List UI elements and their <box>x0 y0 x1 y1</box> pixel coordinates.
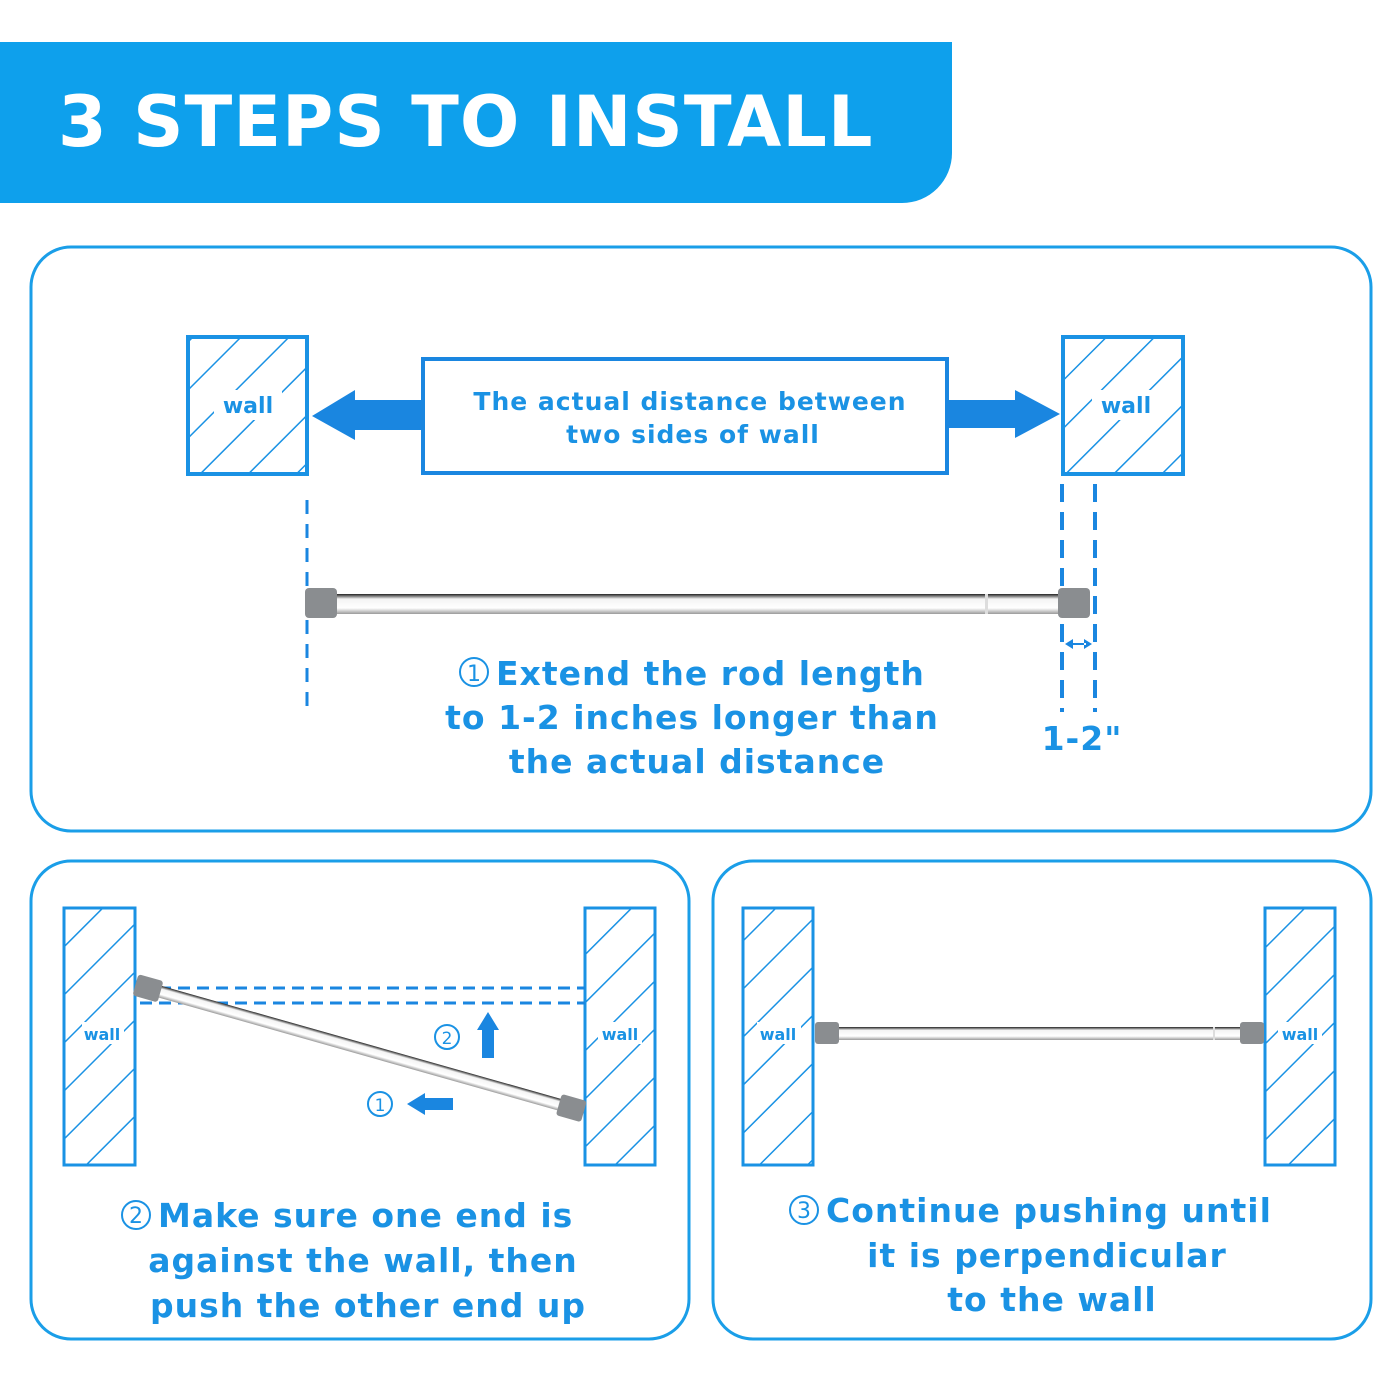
wall-left: wall <box>741 906 815 1167</box>
instruction-line: to the wall <box>947 1280 1156 1319</box>
svg-text:1: 1 <box>467 662 481 687</box>
marker-1-badge: 1 <box>367 1091 393 1117</box>
wall-label: wall <box>84 1025 121 1044</box>
instruction-line: it is perpendicular <box>867 1236 1227 1275</box>
step-number-badge: 3 <box>789 1195 819 1225</box>
arrow-left-icon <box>407 1093 453 1115</box>
instruction-line: against the wall, then <box>148 1241 578 1280</box>
gap-label: 1-2" <box>1042 719 1123 758</box>
wall-right: wall <box>1263 906 1337 1167</box>
wall-label: wall <box>1101 394 1151 419</box>
gap-double-arrow-icon <box>1065 639 1092 649</box>
tension-rod <box>133 974 587 1122</box>
arrow-up-icon <box>477 1012 499 1058</box>
arrow-right-icon <box>948 390 1060 438</box>
wall-right: wall <box>583 906 657 1167</box>
instruction-line: Extend the rod length <box>496 654 925 693</box>
page-title: 3 STEPS TO INSTALL <box>58 81 874 163</box>
wall-label: wall <box>1282 1025 1319 1044</box>
svg-text:2: 2 <box>129 1204 143 1229</box>
wall-left: wall <box>186 335 309 476</box>
wall-label: wall <box>760 1025 797 1044</box>
distance-box <box>421 357 949 475</box>
svg-text:3: 3 <box>797 1199 811 1224</box>
wall-right: wall <box>1061 335 1185 476</box>
instruction-line: the actual distance <box>509 742 885 781</box>
wall-left: wall <box>62 906 137 1167</box>
tension-rod <box>305 588 1090 618</box>
marker-2-badge: 2 <box>434 1024 460 1050</box>
instruction-line: Continue pushing until <box>826 1191 1272 1230</box>
svg-text:2: 2 <box>442 1029 453 1049</box>
wall-label: wall <box>223 394 273 419</box>
wall-label: wall <box>602 1025 639 1044</box>
arrow-left-icon <box>312 390 422 440</box>
instruction-line: to 1-2 inches longer than <box>445 698 939 737</box>
distance-text-line: two sides of wall <box>566 420 820 449</box>
step2-panel: wall wall 2 1 2 Make sure one end is <box>29 859 691 1341</box>
instruction-line: push the other end up <box>150 1286 586 1325</box>
step-number-badge: 2 <box>121 1200 151 1230</box>
step3-panel: wall wall 3 Continue pushing until it is… <box>711 859 1373 1341</box>
instruction-line: Make sure one end is <box>158 1196 573 1235</box>
tension-rod <box>815 1022 1264 1044</box>
step1-panel: wall wall The actual distance between tw… <box>29 245 1373 833</box>
svg-text:1: 1 <box>375 1096 386 1116</box>
distance-text-line: The actual distance between <box>473 387 906 416</box>
step-number-badge: 1 <box>459 657 489 687</box>
header-banner: 3 STEPS TO INSTALL <box>0 42 952 203</box>
